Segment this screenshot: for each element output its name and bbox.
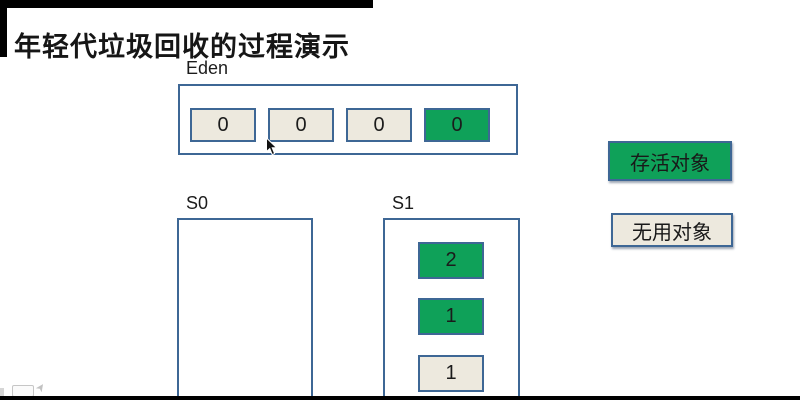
mouse-cursor-icon bbox=[265, 136, 278, 161]
eden-object-cell: 0 bbox=[346, 108, 412, 142]
eden-cell-value: 0 bbox=[451, 113, 463, 136]
s1-object-cell-live: 1 bbox=[418, 298, 484, 335]
s0-label: S0 bbox=[186, 193, 209, 213]
presenter-pen-icon[interactable]: ➤ bbox=[33, 380, 49, 396]
eden-label: Eden bbox=[186, 58, 229, 78]
legend-dead-objects: 无用对象 bbox=[611, 213, 733, 247]
s1-cell-value: 2 bbox=[445, 249, 457, 271]
s1-cell-value: 1 bbox=[445, 362, 457, 384]
letterbox-top-bar bbox=[0, 0, 373, 8]
presenter-toolbar-edge-icon[interactable] bbox=[0, 388, 4, 396]
eden-cell-value: 0 bbox=[295, 113, 307, 136]
s0-region-box bbox=[177, 218, 313, 400]
legend-dead-label: 无用对象 bbox=[632, 221, 712, 244]
legend-live-objects: 存活对象 bbox=[608, 141, 732, 181]
eden-cell-value: 0 bbox=[373, 113, 385, 136]
s1-object-cell-live: 2 bbox=[418, 242, 484, 279]
eden-object-cell-live: 0 bbox=[424, 108, 490, 142]
s1-cell-value: 1 bbox=[445, 305, 457, 327]
letterbox-bottom-bar bbox=[0, 396, 800, 400]
eden-cell-value: 0 bbox=[217, 113, 229, 136]
s1-label: S1 bbox=[392, 193, 415, 213]
eden-object-cell: 0 bbox=[268, 108, 334, 142]
page-title: 年轻代垃圾回收的过程演示 bbox=[14, 32, 350, 62]
eden-object-cell: 0 bbox=[190, 108, 256, 142]
letterbox-left-bar bbox=[0, 0, 7, 57]
legend-live-label: 存活对象 bbox=[630, 152, 710, 175]
s1-object-cell: 1 bbox=[418, 355, 484, 392]
